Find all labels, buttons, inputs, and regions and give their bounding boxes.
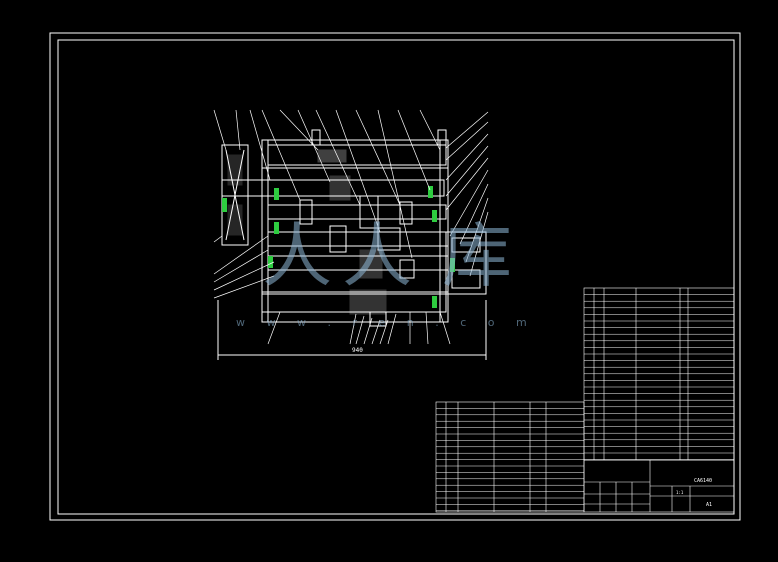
leader-lines-left	[213, 235, 275, 299]
assembly-view	[217, 129, 487, 360]
drawing-scale: 1:1	[676, 490, 684, 495]
leader-lines-bottom	[267, 311, 451, 345]
parts-list-left-rows	[436, 408, 584, 512]
leader-lines-right	[445, 111, 489, 277]
leader-lines-top	[213, 109, 441, 259]
overall-dimension: 940	[352, 347, 363, 354]
inner-border	[57, 39, 735, 515]
watermark-url: w w w . r e n . c o m	[236, 316, 536, 329]
drawing-number: CA6140	[694, 478, 712, 484]
parts-list-left	[435, 401, 585, 513]
title-block	[583, 459, 735, 513]
outer-border	[49, 32, 741, 521]
sheet-size: A1	[706, 502, 712, 508]
parts-list-right-rows	[584, 294, 734, 460]
bearing-markers	[222, 186, 455, 308]
